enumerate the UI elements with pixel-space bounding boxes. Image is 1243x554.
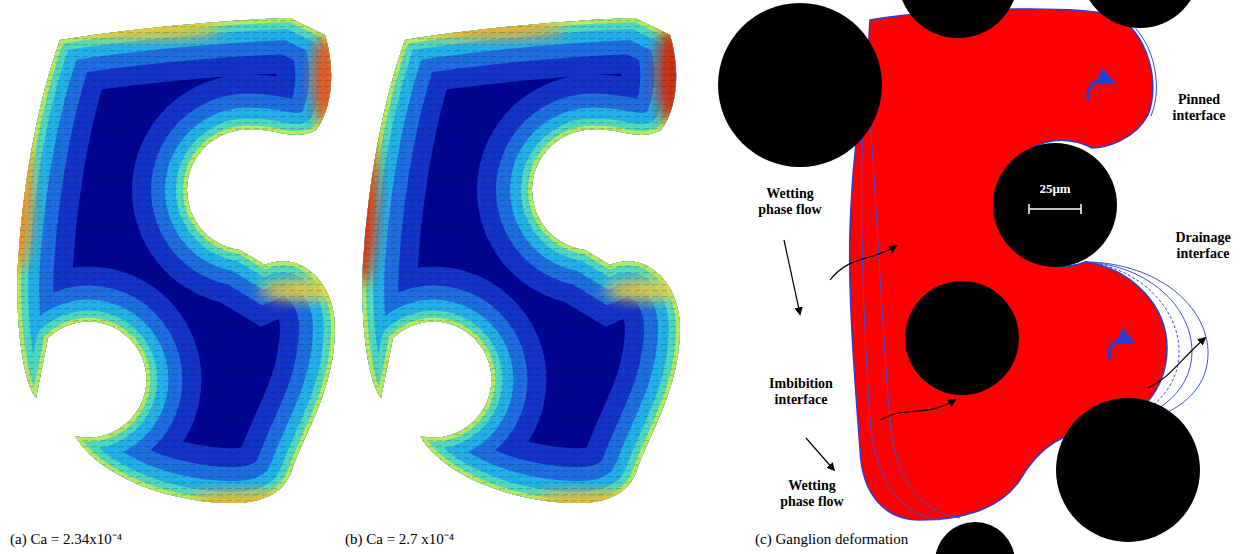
figure-part [362, 18, 680, 503]
grain [1080, 0, 1200, 28]
pinned-interface-line [1118, 14, 1156, 116]
grain [898, 0, 1018, 38]
callout-label: Wetting phase flow [750, 186, 830, 218]
scale-text: 25μm [993, 181, 1117, 197]
flow-arrow [806, 438, 834, 470]
figure-part [17, 18, 335, 503]
panel-caption: (c) Ganglion deformation [755, 530, 908, 548]
panel-caption: (a) Ca = 2.34x10⁻⁴ [10, 530, 122, 548]
callout-label: Pinned interface [1160, 92, 1238, 124]
leader-arrow [880, 400, 955, 420]
figure-part [17, 18, 335, 503]
grain-scale: 25μm [993, 143, 1117, 267]
figure-part [362, 18, 680, 503]
figure-part [362, 18, 680, 503]
figure-part [362, 18, 680, 503]
figure-part [17, 18, 335, 503]
figure-part [362, 18, 680, 503]
figure-part [362, 18, 680, 503]
grain [1056, 398, 1200, 542]
figure-part [17, 18, 335, 503]
figure-part [17, 18, 335, 503]
figure-part [362, 18, 680, 503]
grain [718, 3, 882, 167]
rotation-arrow [1088, 80, 1112, 100]
grain [905, 281, 1019, 395]
callout-label: Drainage interface [1166, 230, 1240, 262]
scale-tick [1080, 204, 1082, 214]
leader-arrow [830, 246, 896, 280]
figure-part [345, 18, 685, 508]
panel-caption: (b) Ca = 2.7 x10⁻⁴ [345, 530, 454, 548]
velocity-field-a [4, 18, 340, 508]
rotation-arrow [1109, 340, 1132, 360]
callout-label: Imbibition interface [758, 376, 844, 408]
ganglion-deformation [718, 0, 1208, 554]
velocity-field-b [345, 18, 685, 508]
grain [993, 143, 1117, 267]
figure-part [17, 18, 335, 503]
callout-label: Wetting phase flow [770, 478, 854, 510]
figure-part [4, 18, 340, 508]
figure-part [17, 18, 335, 503]
scale-bar [1029, 208, 1081, 210]
scale-tick [1028, 204, 1030, 214]
grain [935, 522, 1015, 554]
flow-arrow [784, 240, 800, 314]
grain-shape [993, 143, 1117, 267]
leader-arrow [1148, 338, 1205, 388]
